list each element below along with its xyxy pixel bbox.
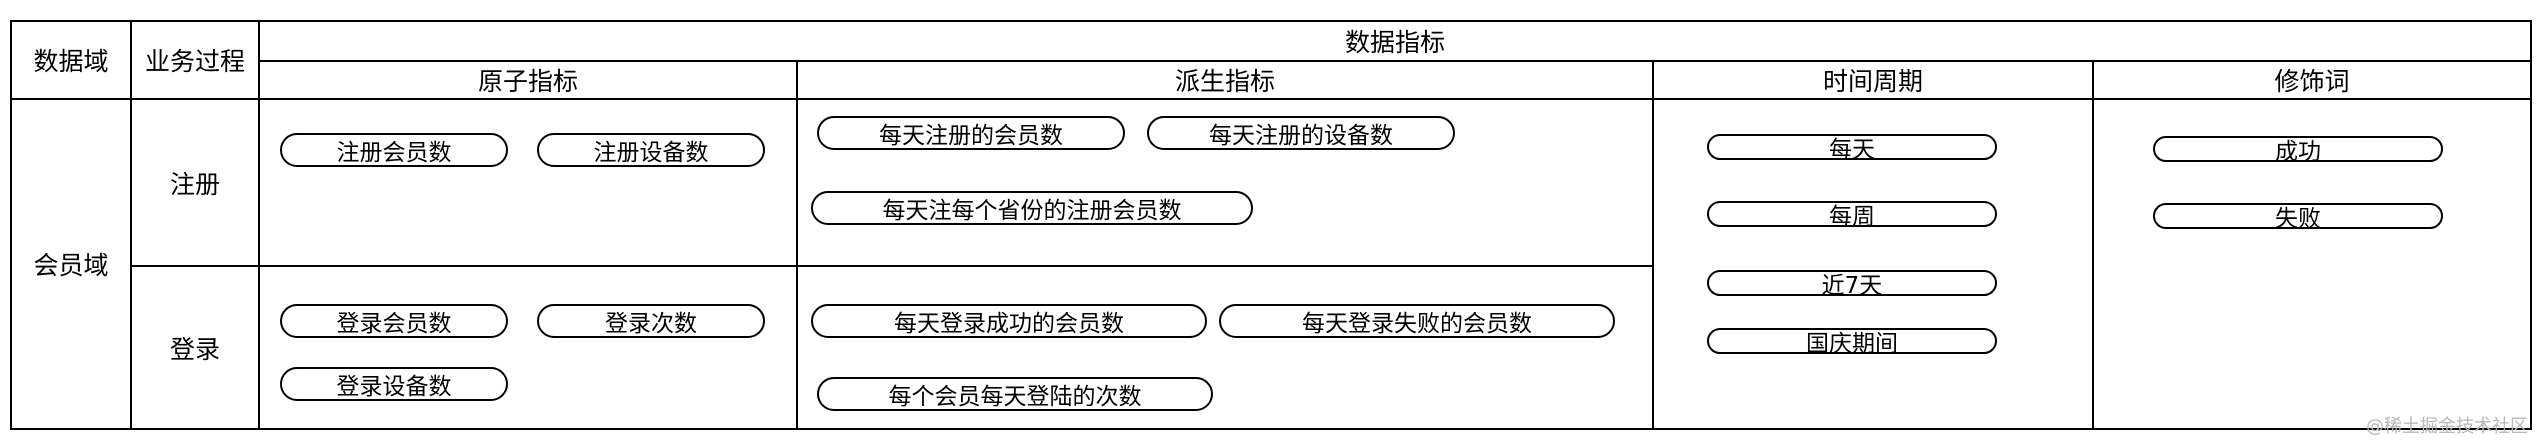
border-bottom (10, 428, 2532, 430)
derived-metric-pill: 每天注册的设备数 (1147, 116, 1455, 150)
process-login-label: 登录 (169, 334, 220, 364)
atomic-metric-pill: 登录设备数 (280, 367, 508, 401)
watermark: @稀土掘金技术社区 (2366, 416, 2528, 437)
border-right (2530, 20, 2532, 430)
header-business-process: 业务过程 (144, 47, 245, 76)
atomic-metric-pill: 登录次数 (537, 304, 765, 338)
process-divider-line (130, 265, 1652, 267)
header-data-domain: 数据域 (33, 47, 109, 76)
col-divider-3 (796, 60, 798, 430)
time-period-pill: 每周 (1707, 201, 1997, 230)
modifier-pill: 成功 (2153, 136, 2443, 165)
header-modifiers: 修饰词 (2274, 67, 2350, 96)
col-divider-4 (1652, 60, 1654, 430)
atomic-metric-pill: 登录会员数 (280, 304, 508, 338)
col-divider-1 (130, 20, 132, 430)
time-period-pill: 每天 (1707, 134, 1997, 163)
derived-metric-pill: 每天注每个省份的注册会员数 (811, 191, 1253, 225)
header-derived-metrics: 派生指标 (1174, 67, 1275, 96)
header-subline (258, 60, 2532, 62)
atomic-metric-pill: 注册会员数 (280, 133, 508, 167)
header-atomic-metrics: 原子指标 (477, 67, 578, 96)
process-register-label: 注册 (169, 169, 220, 199)
border-top (10, 20, 2532, 22)
col-divider-2 (258, 20, 260, 430)
header-bottom-line (10, 98, 2532, 100)
derived-metric-pill: 每天登录成功的会员数 (811, 304, 1207, 338)
header-data-metrics: 数据指标 (1344, 28, 1445, 57)
header-time-period: 时间周期 (1822, 67, 1923, 96)
time-period-pill: 近7天 (1707, 270, 1997, 299)
col-divider-5 (2092, 60, 2094, 430)
atomic-metric-pill: 注册设备数 (537, 133, 765, 167)
derived-metric-pill: 每个会员每天登陆的次数 (817, 377, 1213, 411)
border-left (10, 20, 12, 430)
modifier-pill: 失败 (2153, 203, 2443, 232)
domain-label: 会员域 (33, 251, 109, 280)
derived-metric-pill: 每天登录失败的会员数 (1219, 304, 1615, 338)
time-period-pill: 国庆期间 (1707, 328, 1997, 357)
derived-metric-pill: 每天注册的会员数 (817, 116, 1125, 150)
